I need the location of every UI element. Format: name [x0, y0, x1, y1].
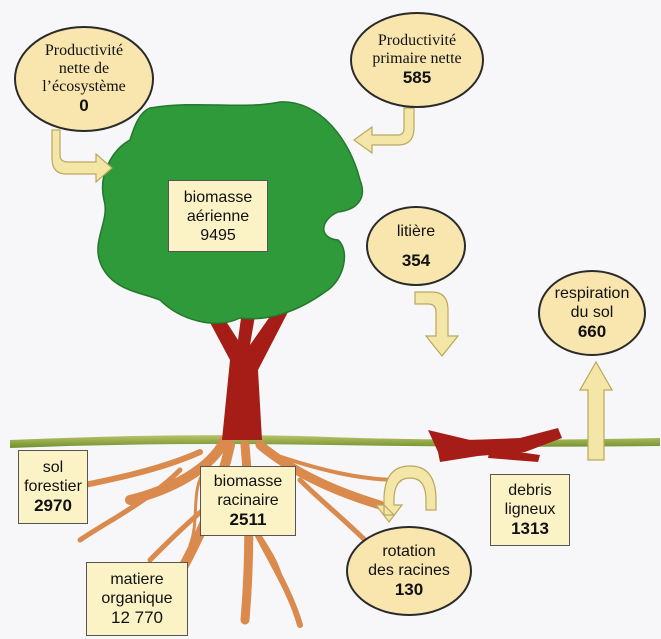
node-value: 12 770: [111, 608, 163, 627]
node-label-line: Productivité: [44, 42, 124, 59]
node-label-line: du sol: [570, 304, 614, 321]
arrows: [51, 107, 614, 523]
node-biomasse-aerienne: biomasse aérienne 9495: [168, 180, 268, 252]
node-label-line: rotation: [382, 543, 436, 560]
node-label-line: organique: [101, 590, 173, 607]
node-label-line: Productivité: [377, 32, 457, 49]
node-label-line: nette de: [58, 60, 110, 77]
arrow-rotation: [374, 465, 437, 523]
arrow-pne: [51, 129, 113, 184]
node-label-line: biomasse: [213, 473, 283, 490]
node-value: 130: [394, 580, 424, 599]
node-label-line: matiere: [110, 571, 164, 588]
node-label-line: biomasse: [183, 188, 253, 206]
node-matiere-organique: matiere organique 12 770: [86, 562, 188, 636]
node-value: 585: [402, 68, 432, 87]
node-label-line: des racines: [368, 562, 450, 579]
node-biomasse-racinaire: biomasse racinaire 2511: [200, 466, 296, 536]
node-productivite-nette-ecosysteme: Productivité nette de l’écosystème 0: [14, 26, 154, 132]
tree-trunk: [198, 296, 288, 440]
arrow-respiration: [578, 360, 614, 461]
node-respiration-du-sol: respiration du sol 660: [538, 270, 646, 356]
node-value: 1313: [511, 519, 549, 538]
arrow-ppn: [352, 107, 415, 155]
arrow-litiere: [414, 291, 460, 357]
node-debris-ligneux: debris ligneux 1313: [490, 474, 570, 546]
woody-debris-logs: [428, 428, 562, 462]
node-sol-forestier: sol forestier 2970: [18, 450, 88, 524]
node-value: 660: [577, 322, 607, 341]
node-value: 9495: [200, 226, 236, 244]
node-label-line: ligneux: [504, 501, 556, 518]
node-label-line: l’écosystème: [42, 78, 126, 95]
node-litiere: litière 354: [366, 206, 466, 286]
node-value: 354: [401, 250, 431, 270]
node-label-line: litière: [396, 222, 436, 240]
node-label-line: primaire nette: [372, 50, 462, 67]
node-value: 0: [79, 96, 89, 115]
node-label-line: respiration: [554, 285, 630, 302]
node-value: 2511: [229, 510, 267, 529]
node-rotation-des-racines: rotation des racines 130: [346, 526, 472, 616]
node-label-line: forestier: [24, 478, 82, 495]
node-value: 2970: [34, 496, 72, 515]
node-label-line: aérienne: [186, 207, 250, 225]
node-label-line: sol: [42, 459, 64, 476]
node-label-line: racinaire: [217, 492, 279, 509]
ground-line: [10, 435, 660, 448]
node-productivite-primaire-nette: Productivité primaire nette 585: [350, 12, 484, 108]
node-label-line: debris: [508, 482, 552, 499]
